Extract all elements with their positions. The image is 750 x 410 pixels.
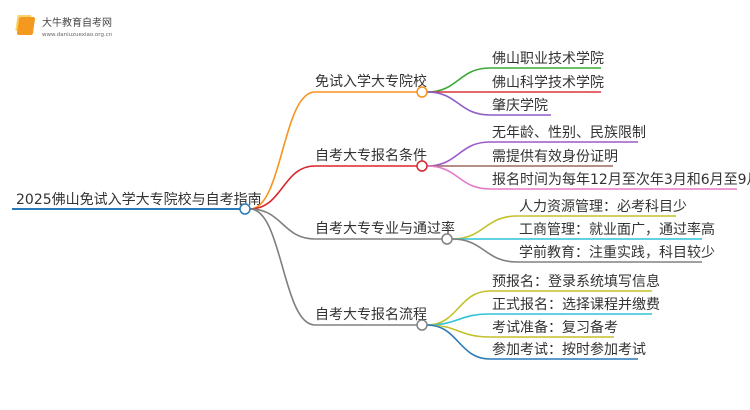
branch-label[interactable]: 自考大专报名流程	[315, 307, 427, 323]
leaf-node[interactable]: 报名时间为每年12月至次年3月和6月至9月	[492, 172, 750, 188]
leaf-node[interactable]: 考试准备：复习备考	[492, 319, 618, 336]
collapse-toggle[interactable]	[416, 319, 428, 331]
leaf-connector	[426, 141, 638, 167]
collapse-toggle[interactable]	[441, 233, 453, 245]
branch-3: 自考大专专业与通过率 人力资源管理：必考科目少工商管理：就业面广，通过率高学前教育…	[249, 199, 715, 263]
root-node[interactable]: 2025佛山免试入学大专院校与自考指南	[16, 191, 262, 208]
root-collapse-toggle[interactable]	[239, 203, 251, 215]
leaf-connector	[426, 290, 652, 326]
branch-connector	[249, 165, 417, 210]
branch-4: 自考大专报名流程 预报名：登录系统填写信息正式报名：选择课程并缴费考试准备：复习备…	[249, 208, 660, 360]
leaf-connector	[426, 165, 737, 190]
collapse-toggle[interactable]	[416, 86, 428, 98]
branch-connector	[249, 208, 417, 326]
leaf-node[interactable]: 预报名：登录系统填写信息	[492, 273, 660, 290]
leaf-node[interactable]: 需提供有效身份证明	[492, 149, 618, 165]
leaf-node[interactable]: 佛山科学技术学院	[492, 75, 604, 91]
logo: 大牛教育自考网 www.daniuzuexiao.org.cn	[16, 14, 113, 38]
leaf-connector	[426, 67, 601, 93]
leaf-node[interactable]: 参加考试：按时参加考试	[492, 341, 646, 358]
branch-label[interactable]: 免试入学大专院校	[315, 73, 427, 90]
leaf-node[interactable]: 人力资源管理：必考科目少	[519, 199, 687, 215]
branch-label[interactable]: 自考大专报名条件	[315, 147, 427, 164]
leaf-node[interactable]: 正式报名：选择课程并缴费	[492, 297, 660, 313]
leaf-node[interactable]: 工商管理：就业面广，通过率高	[519, 221, 715, 238]
branch-2: 自考大专报名条件 无年龄、性别、民族限制需提供有效身份证明报名时间为每年12月至次…	[249, 125, 750, 210]
leaf-connector	[426, 91, 551, 116]
logo-title: 大牛教育自考网	[42, 18, 112, 29]
leaf-node[interactable]: 佛山职业技术学院	[492, 51, 604, 67]
leaf-node[interactable]: 肇庆学院	[492, 98, 548, 114]
leaf-connector	[451, 215, 676, 240]
branch-label[interactable]: 自考大专专业与通过率	[315, 220, 455, 237]
leaf-connector	[451, 238, 702, 263]
branch-connector	[249, 208, 442, 240]
logo-url: www.daniuzuexiao.org.cn	[42, 32, 113, 38]
collapse-toggle[interactable]	[416, 160, 428, 172]
leaf-node[interactable]: 学前教育：注重实践，科目较少	[519, 244, 715, 261]
leaf-node[interactable]: 无年龄、性别、民族限制	[492, 125, 646, 141]
leaf-connector	[426, 324, 638, 360]
branch-connector	[249, 91, 417, 210]
